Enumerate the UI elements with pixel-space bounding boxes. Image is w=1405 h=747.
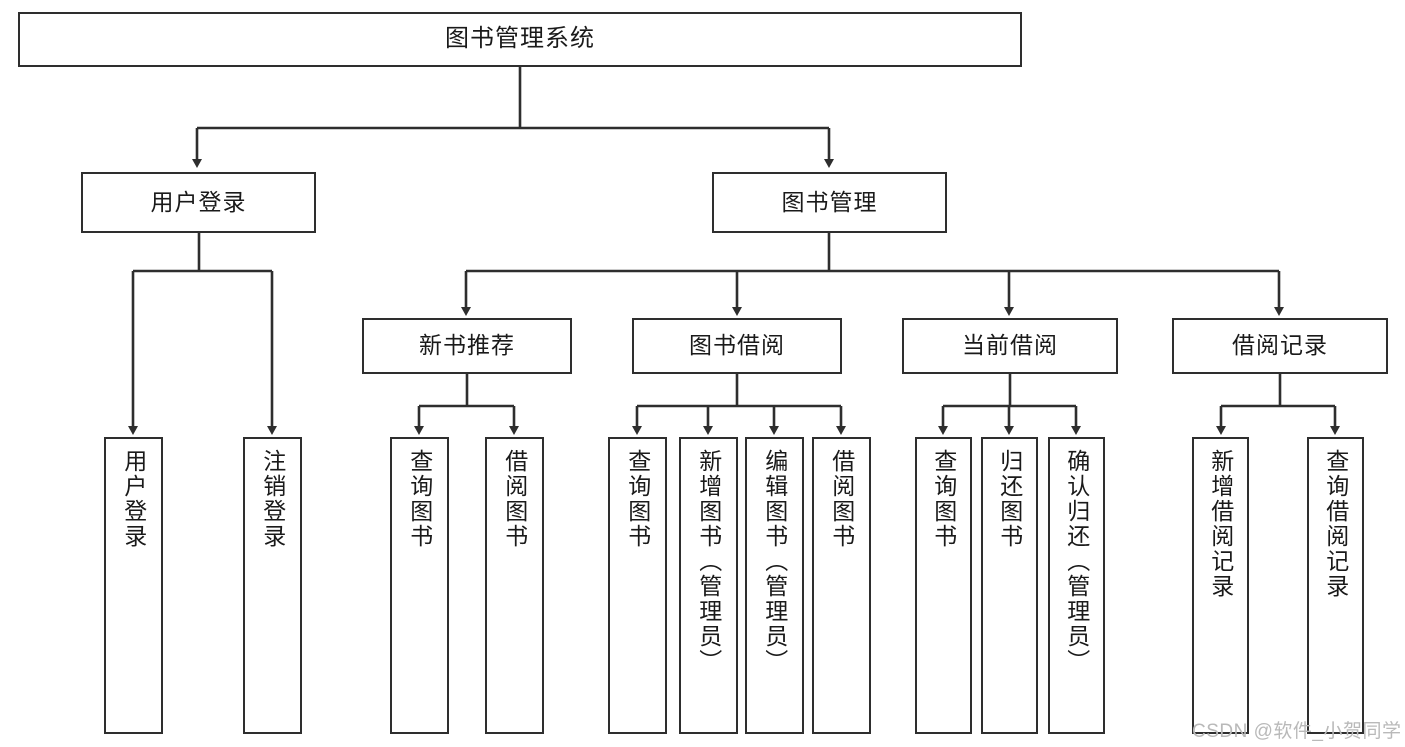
node-root-label: 图书管理系统 [445, 25, 595, 53]
node-borrow-record[interactable]: 借阅记录 [1172, 318, 1388, 374]
node-user-login-label: 用户登录 [150, 188, 247, 215]
node-borrow-record-label: 借阅记录 [1232, 332, 1328, 359]
node-book-management-label: 图书管理 [781, 188, 878, 215]
node-root[interactable]: 图书管理系统 [18, 12, 1022, 67]
leaf-current-borrow-2[interactable]: 归还图书 [981, 437, 1038, 734]
leaf-book-borrow-1[interactable]: 查询图书 [608, 437, 667, 734]
leaf-book-borrow-3[interactable]: 编辑图书（管理员） [745, 437, 804, 734]
leaf-new-book-1[interactable]: 查询图书 [390, 437, 449, 734]
leaf-borrow-record-2-label: 查询借阅记录 [1322, 449, 1349, 599]
leaf-new-book-2[interactable]: 借阅图书 [485, 437, 544, 734]
leaf-book-borrow-1-label: 查询图书 [624, 449, 651, 549]
leaf-user-login-1-label: 用户登录 [120, 449, 147, 549]
leaf-current-borrow-2-label: 归还图书 [996, 449, 1023, 549]
leaf-book-borrow-4[interactable]: 借阅图书 [812, 437, 871, 734]
leaf-current-borrow-1-label: 查询图书 [930, 449, 957, 549]
leaf-borrow-record-2[interactable]: 查询借阅记录 [1307, 437, 1364, 734]
leaf-book-borrow-3-label: 编辑图书（管理员） [761, 449, 788, 674]
node-new-book-recommend[interactable]: 新书推荐 [362, 318, 572, 374]
leaf-current-borrow-3-label: 确认归还（管理员） [1063, 449, 1090, 674]
node-new-book-recommend-label: 新书推荐 [419, 332, 515, 359]
leaf-borrow-record-1-label: 新增借阅记录 [1207, 449, 1234, 599]
leaf-user-login-1[interactable]: 用户登录 [104, 437, 163, 734]
node-book-borrow-label: 图书借阅 [689, 332, 785, 359]
leaf-new-book-2-label: 借阅图书 [501, 449, 528, 549]
leaf-book-borrow-2[interactable]: 新增图书（管理员） [679, 437, 738, 734]
leaf-current-borrow-3[interactable]: 确认归还（管理员） [1048, 437, 1105, 734]
node-book-borrow[interactable]: 图书借阅 [632, 318, 842, 374]
leaf-borrow-record-1[interactable]: 新增借阅记录 [1192, 437, 1249, 734]
leaf-user-login-2[interactable]: 注销登录 [243, 437, 302, 734]
node-user-login[interactable]: 用户登录 [81, 172, 316, 233]
node-current-borrow[interactable]: 当前借阅 [902, 318, 1118, 374]
leaf-current-borrow-1[interactable]: 查询图书 [915, 437, 972, 734]
leaf-book-borrow-4-label: 借阅图书 [828, 449, 855, 549]
leaf-new-book-1-label: 查询图书 [406, 449, 433, 549]
leaf-book-borrow-2-label: 新增图书（管理员） [695, 449, 722, 674]
node-current-borrow-label: 当前借阅 [962, 332, 1058, 359]
node-book-management[interactable]: 图书管理 [712, 172, 947, 233]
leaf-user-login-2-label: 注销登录 [259, 449, 286, 549]
